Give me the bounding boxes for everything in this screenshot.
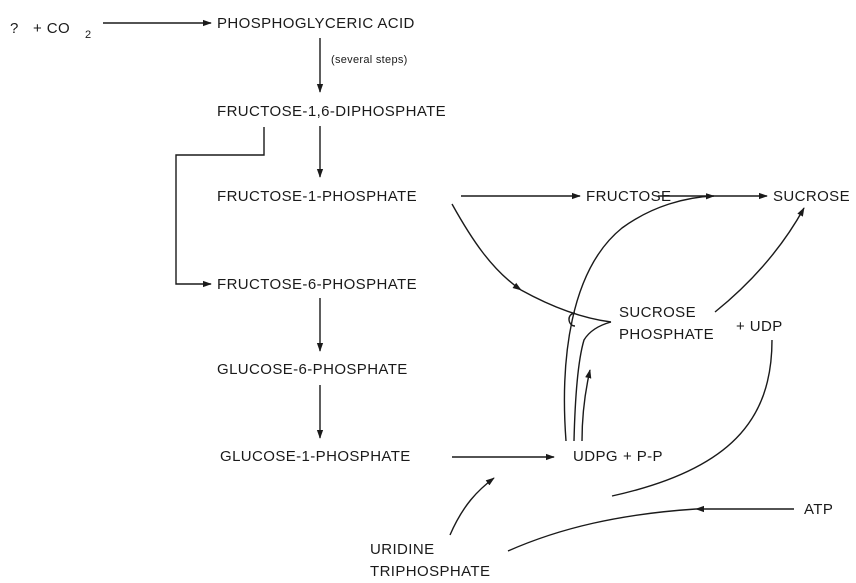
sucrose-label: SUCROSE: [773, 188, 850, 205]
arrow-f16dp-to-f6p: [175, 127, 265, 288]
fructose-label: FRUCTOSE: [586, 188, 671, 205]
arrow-utp-to-udpg: [449, 477, 495, 536]
several-steps-label: (several steps): [331, 54, 408, 66]
curve-udpg-to-sucrose-phosphate: [573, 321, 612, 442]
phosphoglyceric-acid-label: PHOSPHOGLYCERIC ACID: [217, 15, 415, 32]
glucose-1-phosphate-label: GLUCOSE-1-PHOSPHATE: [220, 448, 411, 465]
arrow-udpg-branch: [581, 369, 592, 442]
arrow-f1p-to-convergence: [451, 203, 522, 291]
arrow-udpg-to-sucrose: [563, 193, 715, 442]
co2-subscript: 2: [85, 29, 91, 41]
udpg-label: UDPG: [573, 448, 618, 465]
fructose-1-6-diphosphate-label: FRUCTOSE-1,6-DIPHOSPHATE: [217, 103, 446, 120]
unknown-label: ?: [10, 20, 19, 37]
co2-label: + CO: [33, 20, 70, 37]
atp-label: ATP: [804, 501, 833, 518]
glucose-6-phosphate-label: GLUCOSE-6-PHOSPHATE: [217, 361, 408, 378]
sucrose-phosphate-label-line1: SUCROSE: [619, 304, 696, 321]
curve-udp-to-utp: [611, 339, 773, 497]
line-convergence-to-utp: [507, 508, 697, 552]
arrow-sucrose-phosphate-to-sucrose: [714, 207, 805, 313]
uridine-triphosphate-label-line2: TRIPHOSPHATE: [370, 563, 490, 580]
sucrose-phosphate-label-line2: PHOSPHATE: [619, 326, 714, 343]
curve-convergence-to-sucrose-phosphate: [520, 289, 612, 323]
fructose-6-phosphate-label: FRUCTOSE-6-PHOSPHATE: [217, 276, 417, 293]
udp-label: + UDP: [736, 318, 783, 335]
fructose-1-phosphate-label: FRUCTOSE-1-PHOSPHATE: [217, 188, 417, 205]
uridine-triphosphate-label-line1: URIDINE: [370, 541, 434, 558]
pyrophosphate-label: + P-P: [623, 448, 663, 465]
